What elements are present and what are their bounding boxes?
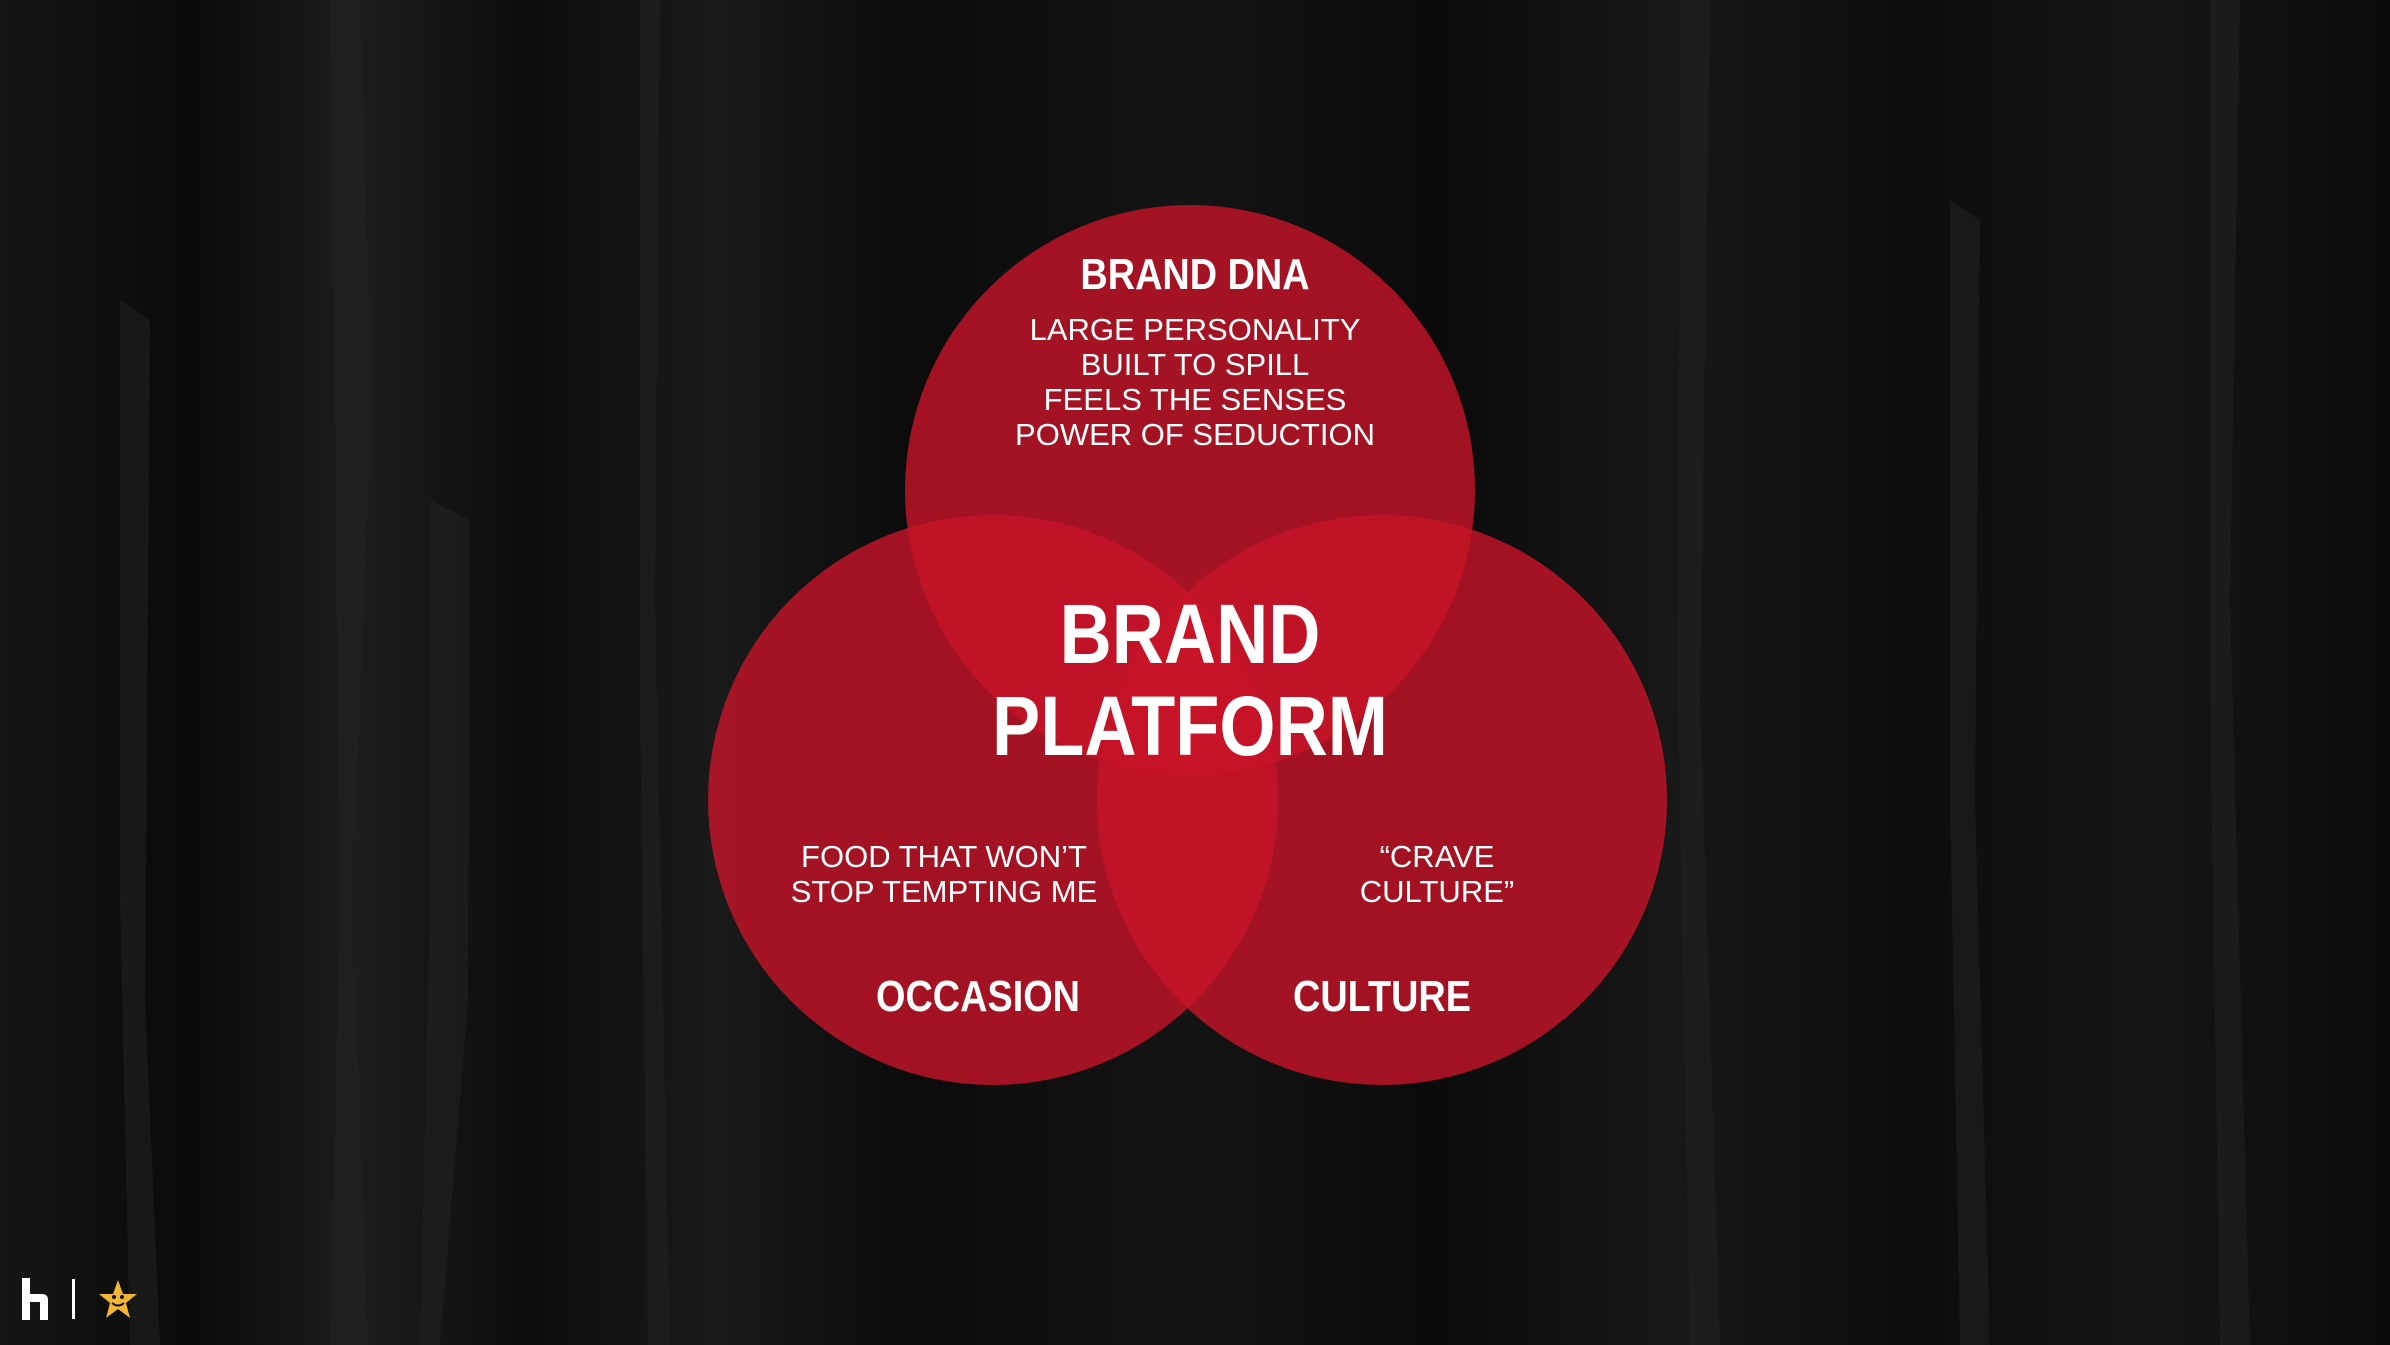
center-title: BRAND PLATFORM xyxy=(992,588,1388,772)
brand-dna-line: FEELS THE SENSES xyxy=(1043,382,1347,417)
h-logo-icon xyxy=(22,1278,48,1320)
culture-line: “CRAVE xyxy=(1379,839,1495,874)
center-title-line1: BRAND xyxy=(1059,587,1321,681)
culture-description: “CRAVE CULTURE” xyxy=(1360,839,1514,909)
star-icon xyxy=(99,1280,137,1318)
brand-dna-line: POWER OF SEDUCTION xyxy=(1015,417,1375,452)
occasion-description: FOOD THAT WON’T STOP TEMPTING ME xyxy=(791,839,1098,909)
logo-divider xyxy=(72,1279,75,1319)
brand-dna-title: BRAND DNA xyxy=(1080,250,1310,299)
brand-dna-list: LARGE PERSONALITY BUILT TO SPILL FEELS T… xyxy=(1015,312,1375,452)
brand-dna-line: LARGE PERSONALITY xyxy=(1029,312,1361,347)
culture-title: CULTURE xyxy=(1293,972,1471,1021)
occasion-title: OCCASION xyxy=(876,972,1080,1021)
footer-logos xyxy=(20,1277,139,1321)
occasion-line: FOOD THAT WON’T xyxy=(801,839,1087,874)
occasion-line: STOP TEMPTING ME xyxy=(790,874,1098,909)
brand-dna-line: BUILT TO SPILL xyxy=(1080,347,1310,382)
culture-line: CULTURE” xyxy=(1359,874,1515,909)
culture-circle xyxy=(1097,515,1667,1085)
center-title-line2: PLATFORM xyxy=(992,679,1388,773)
